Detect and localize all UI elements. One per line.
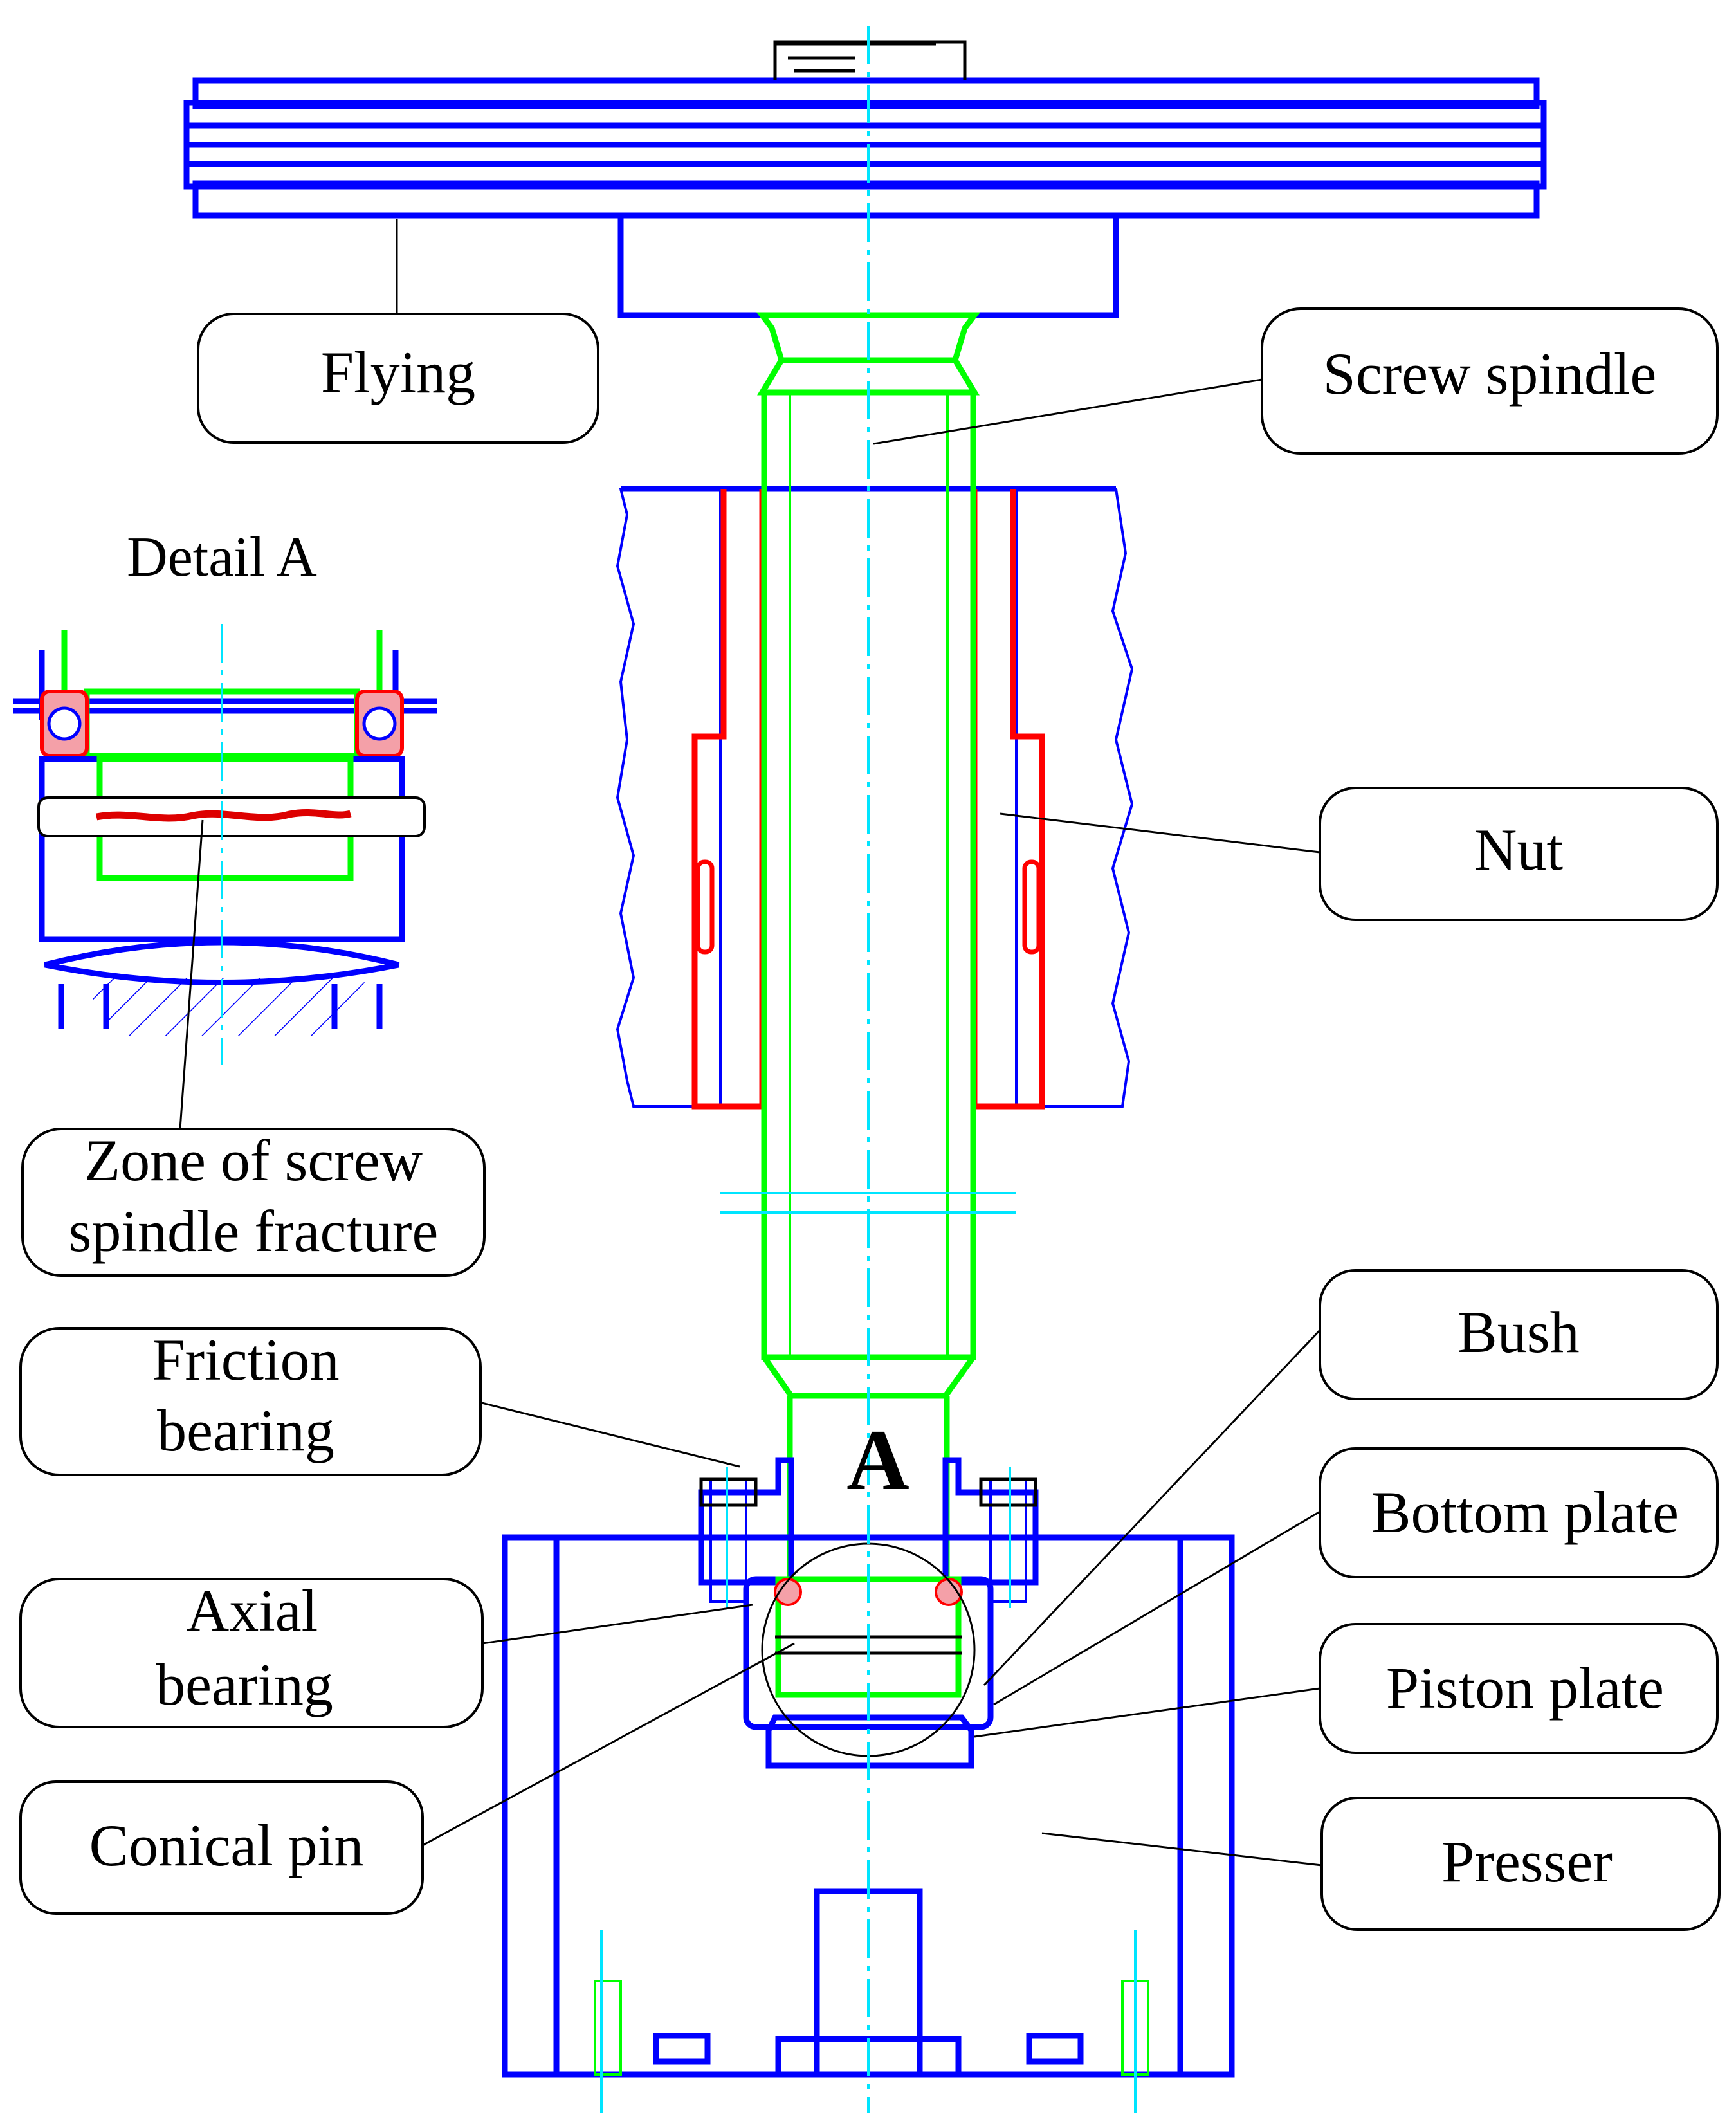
callout-axial-bearing: Axial bearing bbox=[19, 1578, 484, 1728]
zone-label-line2: spindle fracture bbox=[69, 1198, 439, 1264]
piston-plate-label: Piston plate bbox=[1386, 1655, 1664, 1721]
bush-label: Bush bbox=[1457, 1299, 1579, 1365]
callout-flying: Flying bbox=[197, 313, 599, 444]
bottom-plate-label: Bottom plate bbox=[1371, 1479, 1679, 1545]
detail-marker-a: A bbox=[846, 1413, 909, 1508]
axial-label-line1: Axial bbox=[187, 1578, 318, 1643]
zone-label-line1: Zone of screw bbox=[84, 1128, 423, 1193]
detail-a-view bbox=[13, 630, 437, 1036]
friction-label-line1: Friction bbox=[152, 1327, 339, 1393]
friction-label-line2: bearing bbox=[157, 1398, 334, 1463]
leader-lines bbox=[179, 219, 1322, 1867]
callout-bush: Bush bbox=[1319, 1269, 1719, 1400]
nut-label: Nut bbox=[1474, 817, 1563, 883]
screw-spindle-label: Screw spindle bbox=[1323, 341, 1657, 407]
flywheel bbox=[183, 40, 1547, 318]
callout-conical-pin: Conical pin bbox=[19, 1780, 424, 1915]
callout-bottom-plate: Bottom plate bbox=[1319, 1447, 1719, 1578]
callout-piston-plate: Piston plate bbox=[1319, 1623, 1719, 1754]
callout-screw-spindle: Screw spindle bbox=[1261, 307, 1719, 455]
callout-friction-bearing: Friction bearing bbox=[19, 1327, 482, 1476]
conical-pin-label: Conical pin bbox=[89, 1813, 364, 1878]
center-axes bbox=[221, 26, 1137, 2113]
axial-label-line2: bearing bbox=[156, 1652, 333, 1717]
flying-label: Flying bbox=[321, 340, 475, 405]
callout-presser: Presser bbox=[1320, 1797, 1721, 1931]
presser-label: Presser bbox=[1441, 1829, 1613, 1894]
callout-nut: Nut bbox=[1319, 787, 1719, 921]
detail-a-title: Detail A bbox=[127, 526, 317, 589]
callout-zone-of-fracture: Zone of screw spindle fracture bbox=[21, 1128, 486, 1277]
friction-bearing bbox=[698, 1457, 1039, 1603]
